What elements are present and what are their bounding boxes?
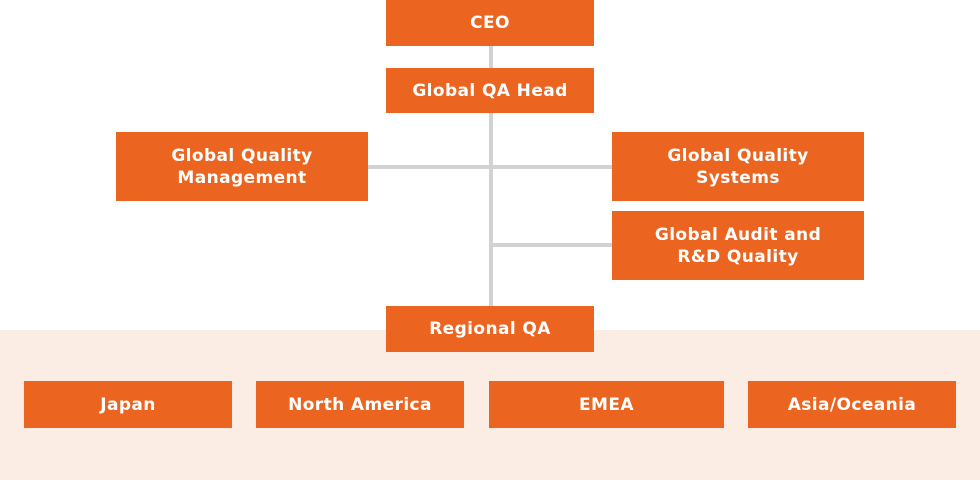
- node-global-quality-management: Global Quality Management: [116, 132, 368, 201]
- connector-main-trunk: [489, 113, 493, 306]
- node-regional-qa: Regional QA: [386, 306, 594, 352]
- node-region-japan: Japan: [24, 381, 232, 428]
- connector-horizontal-top: [367, 165, 613, 169]
- node-region-emea: EMEA: [489, 381, 724, 428]
- node-global-audit-rd-quality: Global Audit and R&D Quality: [612, 211, 864, 280]
- node-region-north-america: North America: [256, 381, 464, 428]
- node-region-asia-oceania: Asia/Oceania: [748, 381, 956, 428]
- connector-ceo-to-head: [489, 46, 493, 68]
- node-global-qa-head: Global QA Head: [386, 68, 594, 113]
- connector-horizontal-audit: [491, 243, 613, 247]
- node-ceo: CEO: [386, 0, 594, 46]
- node-global-quality-systems: Global Quality Systems: [612, 132, 864, 201]
